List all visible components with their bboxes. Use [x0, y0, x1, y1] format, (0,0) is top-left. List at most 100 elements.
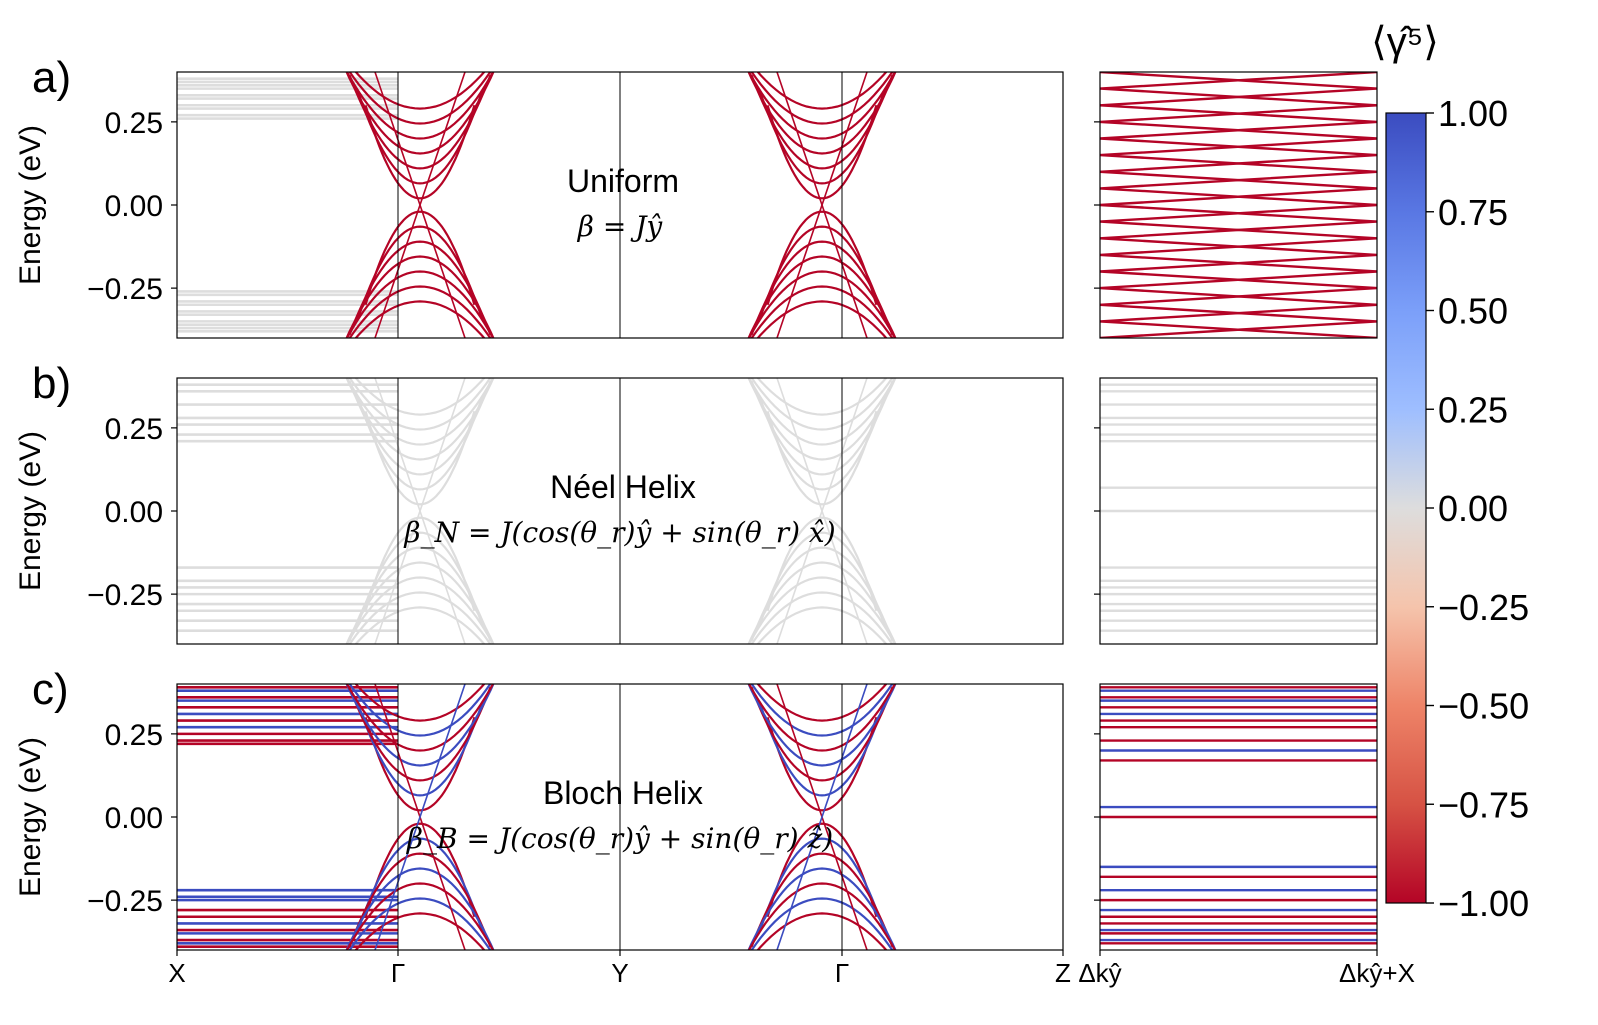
cone-band: [354, 72, 486, 110]
y-axis-label: Energy (eV): [14, 125, 47, 285]
colorbar-tick-label: −0.75: [1438, 784, 1529, 825]
cone-band: [750, 591, 894, 644]
x-tick-label: Z: [1055, 958, 1071, 988]
cone-band: [747, 561, 897, 644]
panel-label: c): [32, 665, 69, 714]
cone-band: [348, 380, 492, 476]
cone-band: [345, 684, 495, 767]
cone-band: [750, 240, 894, 336]
y-tick-label: 0.25: [105, 719, 163, 752]
cone-band: [750, 378, 894, 431]
cone-band: [766, 210, 878, 306]
cone-band: [756, 912, 888, 950]
cone-band: [747, 867, 897, 950]
cone-branch: [374, 72, 466, 338]
cone-band: [758, 531, 886, 627]
cone-band: [354, 378, 486, 416]
cone-band: [756, 684, 888, 722]
colorbar-tick-label: 0.75: [1438, 192, 1508, 233]
x-tick-label: Y: [611, 958, 628, 988]
cone-band: [758, 395, 886, 491]
cone-band: [750, 380, 894, 476]
cone-band: [750, 686, 894, 782]
y-tick-label: 0.00: [105, 802, 163, 835]
cone-band: [747, 255, 897, 338]
cone-band: [747, 576, 897, 644]
cone-band: [364, 104, 476, 200]
side-x-tick-label: Δkŷ+X: [1339, 958, 1415, 988]
panel-formula: β = Jŷ: [577, 210, 664, 243]
cone-branch: [374, 684, 466, 950]
cone-band: [364, 516, 476, 612]
cone-band: [766, 716, 878, 812]
cone-band: [348, 897, 492, 950]
cone-band: [747, 882, 897, 950]
colorbar-label: ⟨γ̂⁵⟩: [1371, 20, 1439, 64]
cone-band: [348, 240, 492, 336]
cone-band: [750, 72, 894, 125]
cone-band: [345, 270, 495, 338]
cone-band: [766, 410, 878, 506]
cone-band: [345, 867, 495, 950]
cone-band: [348, 591, 492, 644]
x-tick-label: Γ: [391, 958, 405, 988]
cone-band: [756, 300, 888, 338]
cone-band: [345, 882, 495, 950]
cone-band: [750, 74, 894, 170]
cone-band: [758, 837, 886, 933]
cone-band: [750, 546, 894, 642]
colorbar-tick-label: 0.25: [1438, 389, 1508, 430]
colorbar-tick-label: 0.00: [1438, 488, 1508, 529]
panel-label: a): [32, 53, 71, 102]
cone-band: [747, 72, 897, 155]
cone-band: [345, 378, 495, 461]
cone-band: [364, 716, 476, 812]
main-plot-area: [177, 684, 897, 950]
cone-band: [345, 72, 495, 140]
y-tick-label: 0.00: [105, 496, 163, 529]
y-axis-label: Energy (eV): [14, 737, 47, 897]
side-zigzag: [1100, 72, 1377, 338]
side-zigzag: [1100, 72, 1377, 338]
cone-band: [747, 72, 897, 140]
cone-band: [747, 684, 897, 767]
side-plot-area: [1100, 686, 1377, 945]
cone-band: [756, 378, 888, 416]
cone-band: [356, 89, 484, 185]
cone-band: [356, 837, 484, 933]
cone-band: [750, 852, 894, 948]
cone-band: [345, 378, 495, 446]
x-tick-label: X: [168, 958, 185, 988]
cone-band: [348, 684, 492, 737]
cone-branch: [374, 378, 466, 644]
cone-band: [345, 72, 495, 155]
cone-band: [364, 410, 476, 506]
cone-band: [758, 225, 886, 321]
side-frame: [1099, 71, 1378, 339]
cone-band: [747, 378, 897, 446]
cone-band: [756, 606, 888, 644]
cone-band: [766, 822, 878, 918]
colorbar: 1.000.750.500.250.00−0.25−0.50−0.75−1.00…: [1371, 20, 1529, 924]
cone-band: [364, 822, 476, 918]
cone-band: [750, 684, 894, 737]
cone-band: [348, 378, 492, 431]
y-tick-label: −0.25: [87, 579, 163, 612]
y-tick-label: 0.25: [105, 413, 163, 446]
cone-band: [747, 684, 897, 752]
cone-band: [750, 285, 894, 338]
cone-band: [747, 378, 897, 461]
cone-band: [747, 270, 897, 338]
y-tick-label: 0.00: [105, 190, 163, 223]
cone-band: [756, 72, 888, 110]
panel-name: Bloch Helix: [543, 775, 703, 811]
y-axis-label: Energy (eV): [14, 431, 47, 591]
panel-name: Uniform: [567, 163, 679, 199]
cone-band: [356, 225, 484, 321]
cone-band: [345, 684, 495, 752]
